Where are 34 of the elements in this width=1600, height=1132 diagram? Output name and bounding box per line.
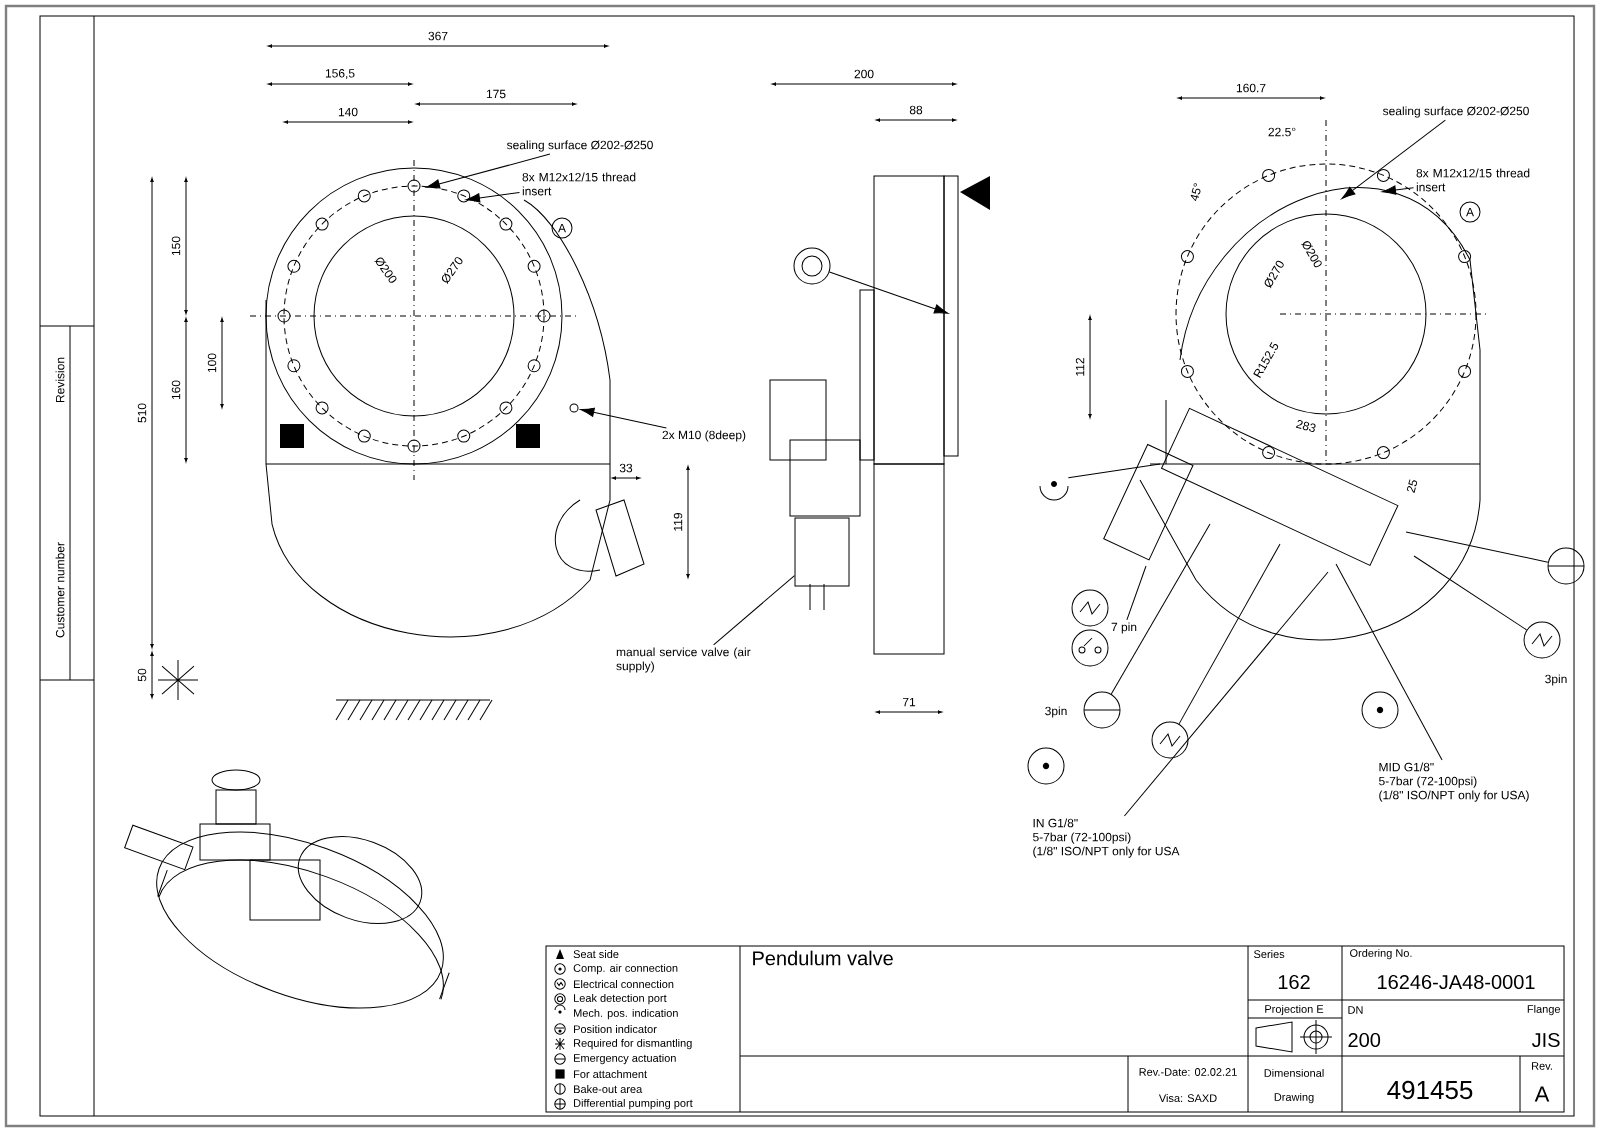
leader-line xyxy=(1341,119,1446,200)
electrical-connection-symbol xyxy=(1151,721,1189,759)
leader-line xyxy=(713,575,795,646)
title-block-text: 16246-JA48-0001 xyxy=(1378,974,1535,990)
electrical-connection-symbol xyxy=(1071,589,1109,627)
title-block-text: 162 xyxy=(1278,974,1310,990)
air-connection-symbol xyxy=(1027,747,1065,785)
leader-line xyxy=(1067,463,1161,479)
leader-line xyxy=(1413,555,1528,631)
title-block-text: Pendulum valve xyxy=(753,950,893,966)
air-connection-symbol xyxy=(1361,691,1399,729)
emergency-actuation-symbol xyxy=(1083,691,1121,729)
position-indicator-symbol xyxy=(1071,629,1109,667)
leak-detection-symbol xyxy=(793,247,831,285)
title-block-text: 491455 xyxy=(1387,1080,1473,1100)
leader-line xyxy=(1381,185,1414,195)
leader-line xyxy=(425,153,551,189)
electrical-connection-symbol xyxy=(1523,621,1561,659)
leader-line xyxy=(1110,523,1211,695)
leader-line xyxy=(1335,563,1443,761)
title-block-text: 200 xyxy=(1348,1032,1381,1048)
leader-line xyxy=(1123,571,1329,817)
leader-line xyxy=(1178,543,1281,725)
leader-line xyxy=(465,192,520,203)
leader-line xyxy=(1405,531,1549,563)
title-block-text: A xyxy=(1534,1086,1550,1102)
leader-line xyxy=(1126,565,1147,621)
threaded-hole xyxy=(569,403,579,413)
leader-line xyxy=(580,407,667,429)
service-valve-drawing xyxy=(794,517,850,587)
leader-line xyxy=(829,271,949,314)
title-block-text: JIS xyxy=(1531,1032,1560,1048)
emergency-actuation-symbol xyxy=(1547,547,1585,585)
position-indication-symbol xyxy=(1039,481,1069,501)
